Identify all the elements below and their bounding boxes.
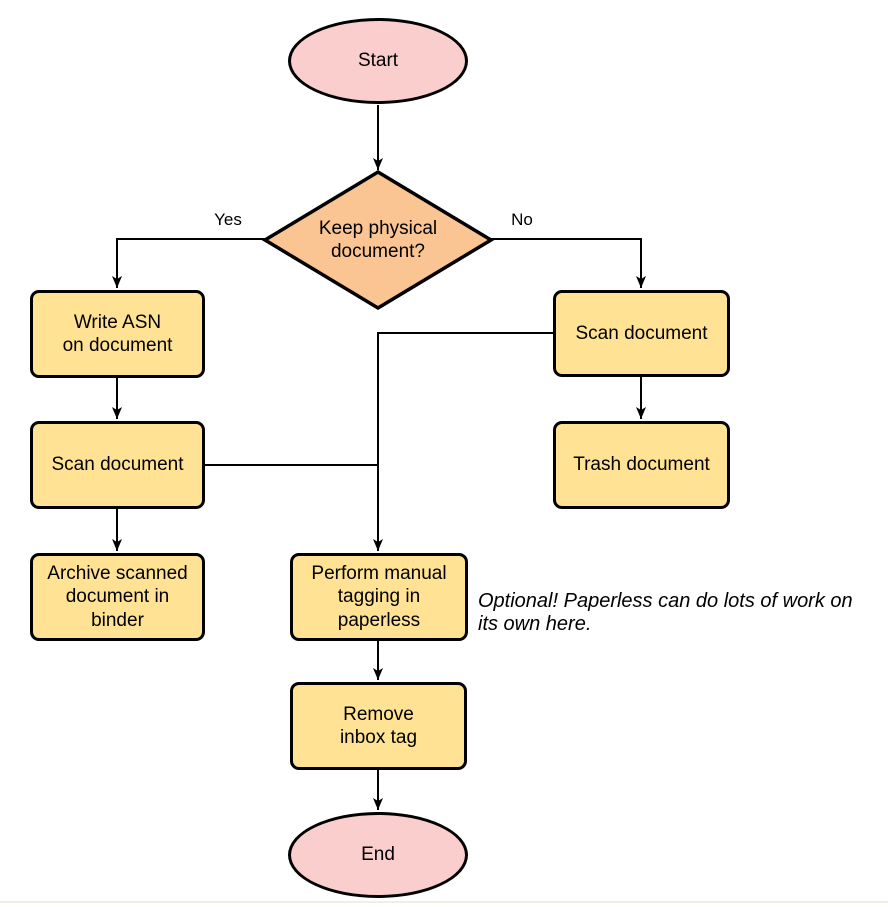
decision-node-label: Keep physical document? (318, 217, 438, 262)
remove-inbox-tag-node: Remove inbox tag (290, 682, 467, 770)
optional-annotation: Optional! Paperless can do lots of work … (478, 590, 853, 635)
edge-label-yes: Yes (212, 210, 244, 230)
edge-scan-right-to-tagging (373, 332, 553, 551)
decision-diamond (261, 169, 495, 311)
edge-label-no: No (509, 210, 535, 230)
edge-decision-to-write-asn (112, 238, 265, 288)
end-node: End (288, 812, 468, 898)
start-node: Start (288, 18, 468, 104)
bottom-border-line (0, 901, 888, 903)
edge-decision-to-scan-right (491, 238, 646, 288)
archive-document-node: Archive scanned document in binder (30, 553, 205, 641)
scan-document-left-node: Scan document (30, 421, 205, 509)
manual-tagging-node: Perform manual tagging in paperless (290, 553, 468, 641)
scan-document-right-node: Scan document (553, 290, 730, 377)
trash-document-node: Trash document (553, 421, 730, 509)
write-asn-node: Write ASN on document (30, 290, 205, 378)
